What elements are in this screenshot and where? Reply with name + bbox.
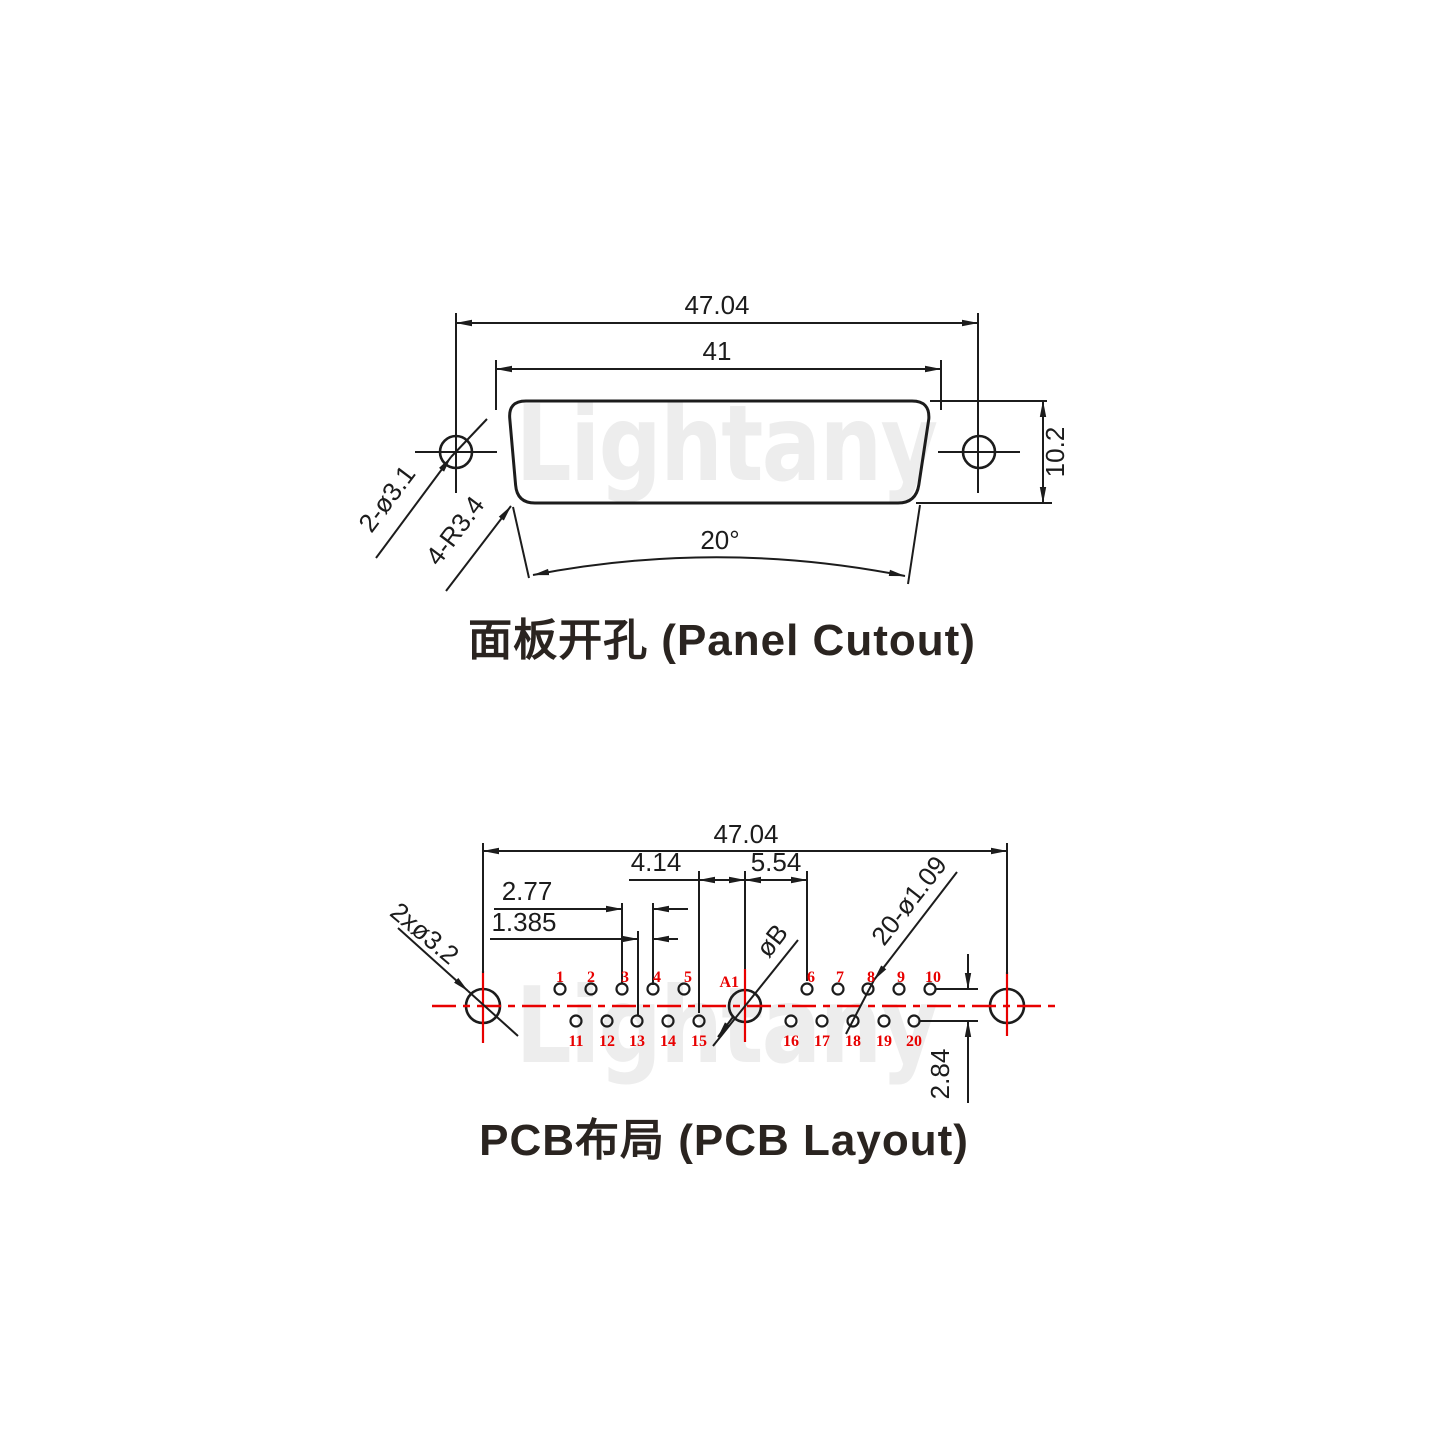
pin-label: 18 bbox=[845, 1033, 861, 1050]
pin-hole bbox=[923, 982, 937, 996]
angle-flank-left bbox=[512, 506, 530, 579]
dim-text-a1-pin6: 5.54 bbox=[751, 847, 802, 877]
dim-text-pitch: 2.77 bbox=[502, 876, 553, 906]
pin-hole bbox=[661, 1014, 675, 1028]
panel-cutout-outline bbox=[508, 399, 931, 505]
pin-label: 11 bbox=[568, 1033, 583, 1050]
pin-hole bbox=[569, 1014, 583, 1028]
leader-line bbox=[712, 939, 799, 1047]
pin-label: 20 bbox=[906, 1033, 922, 1050]
pin-label: 13 bbox=[629, 1033, 645, 1050]
label-coax-hole: øB bbox=[750, 918, 794, 963]
dim-text-overall-width: 47.04 bbox=[713, 819, 778, 849]
label-mount-holes: 2xø3.2 bbox=[385, 896, 465, 970]
pin-hole bbox=[800, 982, 814, 996]
pin-label: 3 bbox=[621, 969, 629, 986]
leader-line bbox=[450, 418, 488, 458]
pin-hole bbox=[584, 982, 598, 996]
panel-cutout-title: 面板开孔 (Panel Cutout) bbox=[468, 616, 976, 665]
pin-hole bbox=[892, 982, 906, 996]
pcb-layout-title: PCB布局 (PCB Layout) bbox=[479, 1116, 969, 1165]
angle-flank-right bbox=[907, 504, 921, 585]
watermark-text-top: Lightany bbox=[515, 383, 939, 505]
pin-hole bbox=[907, 1014, 921, 1028]
pin-label: 2 bbox=[587, 969, 595, 986]
dim-text-overall-width: 47.04 bbox=[684, 290, 749, 320]
leader-line bbox=[467, 990, 519, 1037]
pin-hole bbox=[600, 1014, 614, 1028]
leader-line bbox=[397, 927, 469, 992]
pin-label: 19 bbox=[876, 1033, 892, 1050]
dim-text-height: 10.2 bbox=[1040, 427, 1070, 478]
pin-hole bbox=[861, 982, 875, 996]
pin-label: 16 bbox=[783, 1033, 799, 1050]
pin-hole bbox=[692, 1014, 706, 1028]
pin-hole bbox=[630, 1014, 644, 1028]
pin-hole bbox=[846, 1014, 860, 1028]
pin-label: 1 bbox=[556, 969, 564, 986]
angle-arc bbox=[532, 556, 906, 577]
pin-hole bbox=[877, 1014, 891, 1028]
pin-label: 9 bbox=[897, 969, 905, 986]
pin-label: 8 bbox=[867, 969, 875, 986]
panel-cutout-drawing: 47.04 41 10.2 20° 2-ø3.1 4-R3.4 bbox=[352, 290, 1070, 592]
pin-hole bbox=[831, 982, 845, 996]
pin-label: 7 bbox=[836, 969, 844, 986]
pin-hole bbox=[553, 982, 567, 996]
pin-hole bbox=[784, 1014, 798, 1028]
leader-line bbox=[873, 871, 958, 981]
pin-hole bbox=[677, 982, 691, 996]
leader-line bbox=[375, 456, 452, 559]
dim-text-row-offset: 2.84 bbox=[925, 1049, 955, 1100]
pin-label: 14 bbox=[660, 1033, 676, 1050]
pin-hole bbox=[815, 1014, 829, 1028]
pcb-layout-drawing: 47.04 4.14 5.54 2.77 1.385 bbox=[385, 819, 1062, 1103]
pin-label: 15 bbox=[691, 1033, 707, 1050]
dim-text-angle: 20° bbox=[700, 525, 739, 555]
leader-line bbox=[445, 505, 512, 592]
pin-label: 6 bbox=[807, 969, 815, 986]
dim-text-opening-width: 41 bbox=[703, 336, 732, 366]
pin-label: 4 bbox=[653, 969, 661, 986]
leader-line bbox=[717, 1016, 734, 1038]
label-corner-radius: 4-R3.4 bbox=[419, 490, 490, 570]
pin-label: 5 bbox=[684, 969, 692, 986]
pin-label: 12 bbox=[599, 1033, 615, 1050]
pin-label: 17 bbox=[814, 1033, 830, 1050]
dim-text-half-pitch: 1.385 bbox=[491, 907, 556, 937]
pin-label: 10 bbox=[925, 969, 941, 986]
leader-line bbox=[845, 979, 875, 1035]
pin-label-a1: A1 bbox=[719, 974, 739, 991]
dim-text-a1-pin15: 4.14 bbox=[631, 847, 682, 877]
label-mount-holes: 2-ø3.1 bbox=[352, 460, 421, 538]
